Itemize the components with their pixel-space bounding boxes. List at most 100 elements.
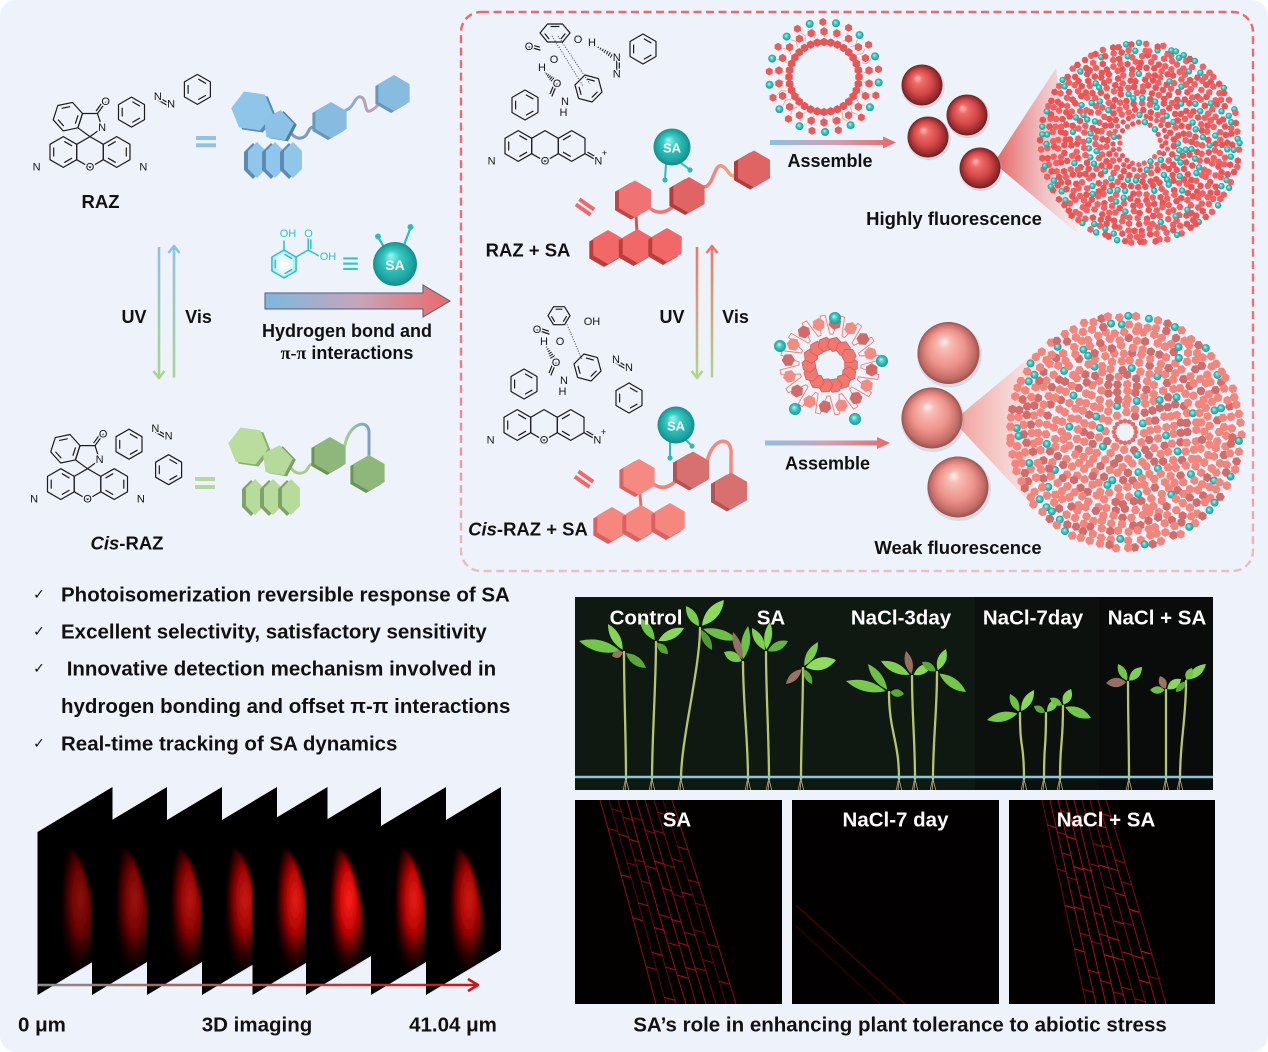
atom-label-acid-oh: OH [320,251,337,263]
amphiphile-head [1194,114,1202,121]
amphiphile-head [1181,115,1189,123]
sa-molecule [1185,522,1194,531]
equals-sign-red [573,469,595,489]
amphiphile-head [845,23,852,32]
amphiphile-head [1111,543,1121,553]
sa-molecule [821,128,830,136]
amphiphile-head [1074,458,1084,467]
amphiphile-head [1153,118,1160,124]
sa-molecule [1117,320,1126,329]
amphiphile-head [1073,506,1083,515]
amphiphile-head [1047,97,1055,104]
amphiphile-head [1187,334,1196,344]
amphiphile-head [1216,149,1224,157]
amphiphile-head [1202,213,1210,221]
amphiphile-head [1196,386,1206,396]
amphiphile-head [1199,395,1208,405]
cell-cross-wall [694,902,706,907]
amphiphile-head [1137,437,1146,447]
amphiphile-head [1067,381,1077,390]
sa-molecule [1135,70,1143,78]
seedling-leaf [1175,681,1186,692]
amphiphile-head [1217,195,1224,203]
hydrogen-bond-hash [595,45,597,47]
interaction-arrow [264,284,451,318]
amphiphile-head [1020,483,1029,493]
vis-arrowhead [167,244,181,254]
amphiphile-head [827,38,835,47]
assemble-arrow [770,136,896,149]
amphiphile-head [1143,323,1152,333]
amphiphile-head [1196,418,1206,427]
amphiphile-head [1079,203,1087,211]
amphiphile-head [1094,433,1104,442]
amphiphile-head [1082,64,1090,72]
sa-molecule [1172,393,1181,402]
amphiphile-head [1197,121,1205,128]
amphiphile-head [1218,141,1226,149]
amphiphile-head [1192,498,1202,508]
uv-label: UV [121,307,146,327]
bond [528,46,541,51]
confocal-panel-label: SA [663,809,692,832]
sa-molecule [1050,177,1058,184]
cell-cross-wall [626,862,637,867]
amphiphile-head [1163,319,1173,328]
amphiphile-head [1212,437,1222,446]
sa-molecule [1176,147,1183,154]
amphiphile-head [1050,434,1060,444]
sa-molecule [1217,404,1226,413]
amphiphile-head [1215,458,1225,468]
amphiphile-head [845,34,853,43]
amphiphile-head [1105,77,1113,85]
amphiphile-head [1155,131,1162,138]
cell-cross-wall [671,858,683,863]
seedling-leaf [890,689,904,697]
amphiphile-head [1123,386,1132,396]
amphiphile-head [1190,108,1197,115]
amphiphile-head [1177,76,1185,83]
amphiphile-head [795,111,803,120]
amphiphile-head [1157,489,1167,499]
amphiphile-head [1145,48,1153,55]
amphiphile-head [820,27,828,36]
amphiphile-head [1174,117,1182,125]
amphiphile-head [1130,412,1140,421]
atom-label-amide-o: O [552,357,561,369]
amphiphile-head [1065,398,1074,408]
seedling-stem [1058,704,1065,781]
sa-molecule [871,52,879,61]
amphiphile-head [1107,195,1115,203]
amphiphile-head [791,53,799,62]
sa-token-antenna [402,227,412,246]
sa-molecule [1093,148,1100,155]
amphiphile-head [1103,380,1113,389]
amphiphile-head [1071,349,1080,359]
amphiphile-head [1227,130,1235,138]
root-cell-walls [599,800,737,1004]
amphiphile-head [1005,422,1016,431]
cis-complex-label: Cis-RAZ + SA [468,518,588,539]
amphiphile-head [1099,46,1107,54]
hydrogen-bond-hash [547,349,551,353]
amphiphile-head [1046,399,1055,409]
amphiphile-head [1079,464,1089,474]
amphiphile-head [1063,157,1071,165]
amphiphile-head [1048,167,1056,175]
amphiphile-head [1162,189,1169,197]
amphiphile-head [1047,350,1057,360]
amphiphile-head [1039,400,1048,410]
lipid-tail [831,115,837,126]
amphiphile-head [1182,136,1190,144]
sa-token-antenna-tip [667,455,673,461]
equals-bar [574,202,592,217]
amphiphile-head [1096,461,1105,471]
amphiphile-head [1050,143,1058,150]
amphiphile-head [794,24,801,33]
sa-molecule [1026,359,1035,368]
atom-label-lactam-n: N [98,122,106,134]
amphiphile-head [779,91,787,101]
sa-token-ball [653,128,691,166]
amphiphile-head [1124,123,1131,130]
amphiphile-head [1164,235,1171,243]
